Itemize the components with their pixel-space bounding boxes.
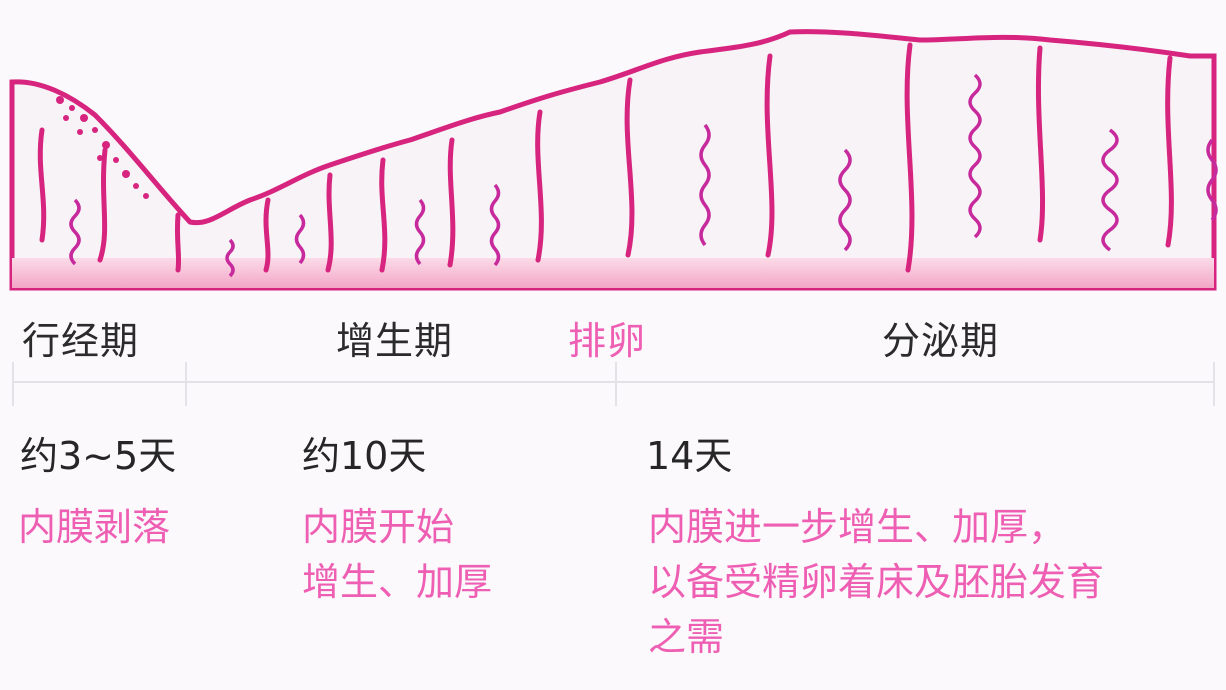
description-line: 以备受精卵着床及胚胎发育 [648,560,1105,604]
timeline-tick [1213,362,1215,406]
phase-label-secretory: 分泌期 [882,319,1000,363]
duration-proliferative: 约10天 [302,434,427,478]
description-line: 内膜剥落 [18,505,171,549]
timeline-tick [185,362,187,406]
description-line: 之需 [648,615,725,659]
phase-label-ovulation: 排卵 [568,319,647,363]
description-line: 增生、加厚 [302,560,493,604]
description-proliferative: 内膜开始 增生、加厚 [302,500,492,610]
duration-menstrual: 约3~5天 [20,434,177,478]
timeline-tick [12,362,14,406]
phase-label-proliferative: 增生期 [336,319,454,363]
description-line: 内膜开始 [302,505,455,549]
description-menstrual: 内膜剥落 [18,500,170,555]
timeline-tick [615,362,617,406]
description-line: 内膜进一步增生、加厚， [648,505,1067,549]
endometrium-illustration [9,29,1218,291]
phase-label-menstrual: 行经期 [22,319,140,363]
description-secretory: 内膜进一步增生、加厚， 以备受精卵着床及胚胎发育 之需 [648,500,1104,665]
duration-secretory: 14天 [646,434,733,478]
timeline-divider [13,381,1214,383]
